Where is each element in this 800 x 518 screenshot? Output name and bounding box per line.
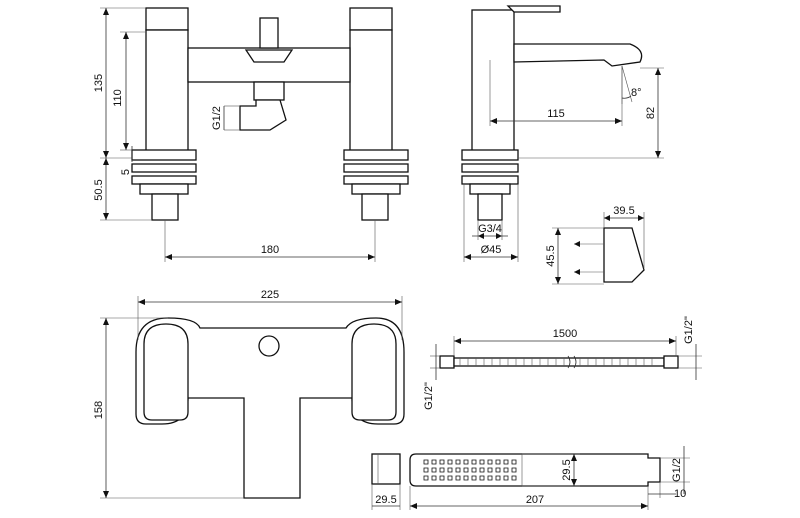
- hose-body: [453, 357, 665, 367]
- hose-dimensions: 1500 G1/2" G1/2": [423, 316, 702, 410]
- dim-45-5-label: 45.5: [545, 245, 557, 266]
- dim-1500-label: 1500: [553, 328, 577, 340]
- bracket-detail: 39.5 45.5: [545, 205, 645, 285]
- front-view: [131, 7, 409, 221]
- side-view: [461, 5, 643, 221]
- dim-g1-2-hose-right-label: G1/2": [683, 316, 695, 344]
- side-collar-2: [461, 163, 519, 173]
- dim-110-label: 110: [112, 89, 124, 107]
- plan-right-handle: [351, 323, 397, 421]
- dim-8deg-label: 8°: [631, 87, 642, 99]
- side-collar-1: [461, 149, 519, 161]
- dim-g3-4-label: G3/4: [478, 223, 502, 235]
- dim-g1-2-hose-left-label: G1/2": [423, 382, 435, 410]
- spray-nozzles: [423, 459, 517, 481]
- spout-outlet: [244, 49, 294, 63]
- handset-end-view: [371, 453, 401, 485]
- plan-view: [135, 317, 405, 499]
- diverter-knob: [259, 17, 279, 49]
- side-view-dimensions: 115 82 8° G3/4 Ø45: [463, 60, 664, 262]
- front-right-body: [349, 29, 393, 159]
- plan-diverter: [258, 335, 280, 357]
- side-shank: [477, 193, 503, 221]
- front-view-dimensions: 135 110 5 50.5 180 G1/2: [93, 7, 376, 262]
- front-left-shank: [151, 193, 179, 221]
- dim-10-label: 10: [674, 488, 686, 500]
- hose-right-nut: [663, 355, 679, 369]
- dim-207-label: 207: [526, 494, 544, 506]
- plan-view-dimensions: 225 158: [93, 289, 403, 499]
- dim-dia45-label: Ø45: [481, 244, 502, 256]
- front-left-collar-1: [131, 149, 197, 161]
- dim-39-5-label: 39.5: [613, 205, 634, 217]
- dim-50-5-label: 50.5: [93, 179, 105, 200]
- front-right-handle-top: [349, 7, 393, 31]
- hose-outlet-nut: [253, 81, 285, 101]
- front-left-collar-2: [131, 163, 197, 173]
- dim-158-label: 158: [93, 401, 105, 419]
- front-right-collar-3: [343, 175, 409, 185]
- hose-outlet-elbow: [239, 99, 287, 131]
- side-spout: [513, 43, 643, 67]
- front-right-collar-2: [343, 163, 409, 173]
- dim-29-5-top-label: 29.5: [561, 459, 573, 480]
- front-right-shank: [361, 193, 389, 221]
- dim-225-label: 225: [261, 289, 279, 301]
- front-right-collar-1: [343, 149, 409, 161]
- dim-g1-2-handset-label: G1/2: [671, 458, 683, 482]
- hose-left-nut: [439, 355, 455, 369]
- side-nut: [469, 183, 511, 195]
- front-left-nut: [139, 183, 189, 195]
- dim-29-5-bottom-label: 29.5: [375, 494, 396, 506]
- dim-115-label: 115: [547, 108, 565, 120]
- dim-135-label: 135: [93, 74, 105, 92]
- dim-82-label: 82: [645, 107, 657, 119]
- hand-shower-dimensions: 29.5 29.5 207 G1/2 10: [371, 446, 690, 510]
- front-left-collar-3: [131, 175, 197, 185]
- hand-shower: [371, 453, 661, 487]
- handset-side-view: [409, 453, 661, 487]
- bracket-body: [603, 227, 645, 283]
- side-collar-3: [461, 175, 519, 185]
- dim-5-label: 5: [120, 169, 132, 175]
- side-body: [471, 9, 515, 159]
- dim-g1-2-valve-label: G1/2: [211, 106, 223, 130]
- side-lever: [506, 5, 561, 13]
- plan-outline: [135, 317, 405, 499]
- front-left-body: [145, 29, 189, 159]
- plan-left-handle: [143, 323, 189, 421]
- dim-180-label: 180: [261, 244, 279, 256]
- front-left-handle-top: [145, 7, 189, 31]
- hose: [439, 355, 679, 369]
- front-right-nut: [351, 183, 401, 195]
